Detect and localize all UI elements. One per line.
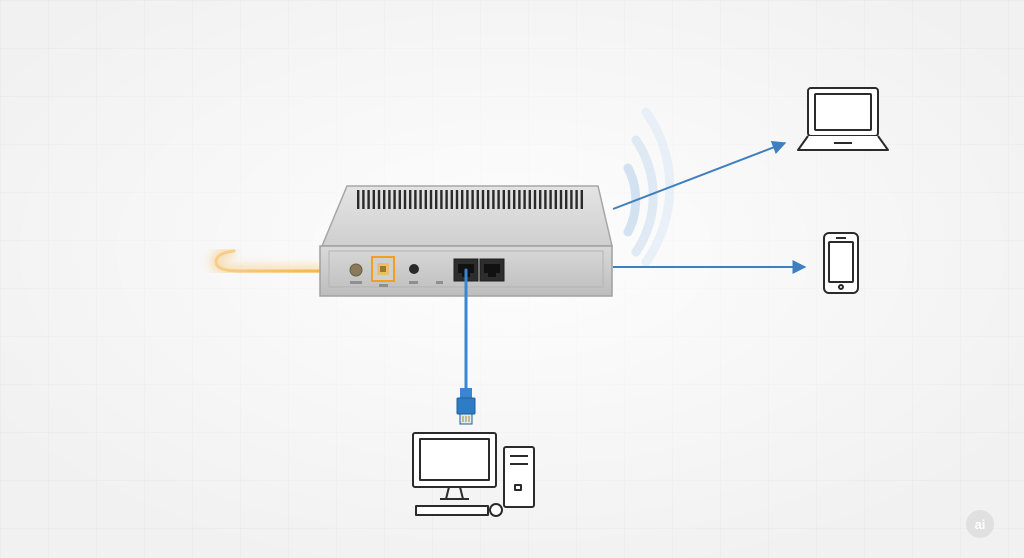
vent-slot (487, 190, 490, 209)
ethernet-cable (456, 268, 476, 425)
vent-slot (403, 190, 407, 209)
vent-slot (372, 190, 375, 209)
fiber-cable (210, 246, 382, 276)
smartphone-icon (823, 232, 859, 294)
vent-slot (445, 190, 448, 209)
vent-slot (544, 190, 547, 209)
vent-slot (497, 190, 500, 209)
vent-slot (455, 190, 459, 209)
lan-port-2 (479, 258, 505, 282)
vent-slot (533, 190, 537, 209)
vent-slot (362, 190, 365, 209)
port-label-mark (409, 281, 418, 284)
laptop-icon (797, 87, 889, 151)
vent-slot (523, 190, 526, 209)
vent-slot (575, 190, 578, 209)
vent-slot (528, 190, 531, 209)
vent-slot (466, 190, 469, 209)
vent-slot (476, 190, 479, 209)
vent-slot (357, 190, 360, 209)
vent-slot (559, 190, 563, 209)
vent-slot (502, 190, 505, 209)
port-label-mark (436, 281, 443, 284)
vent-slot (388, 190, 391, 209)
vent-slot (393, 190, 396, 209)
watermark-badge: ai (966, 510, 994, 538)
vent-slot (518, 190, 521, 209)
vent-slots (357, 190, 583, 209)
vent-slot (554, 190, 557, 209)
vent-slot (471, 190, 474, 209)
vent-slot (549, 190, 552, 209)
vent-slot (435, 190, 438, 209)
wireless-link-laptop (612, 140, 787, 210)
vent-slot (481, 190, 485, 209)
vent-slot (414, 190, 417, 209)
reset-button (409, 264, 419, 274)
vent-slot (409, 190, 412, 209)
router-icon (319, 185, 613, 297)
vent-slot (440, 190, 443, 209)
vent-slot (377, 190, 381, 209)
vent-slot (461, 190, 464, 209)
port-label-mark (379, 284, 388, 287)
vent-slot (507, 190, 511, 209)
vent-slot (419, 190, 422, 209)
vent-slot (383, 190, 386, 209)
desktop-computer-icon (412, 432, 535, 517)
vent-slot (367, 190, 370, 209)
vent-slot (450, 190, 453, 209)
vent-slot (424, 190, 427, 209)
vent-slot (539, 190, 542, 209)
vent-slot (570, 190, 573, 209)
vent-slot (580, 190, 583, 209)
vent-slot (492, 190, 495, 209)
power-port (349, 263, 363, 277)
vent-slot (565, 190, 568, 209)
port-label-mark (350, 281, 362, 284)
vent-slot (429, 190, 433, 209)
ethernet-connector-icon (456, 388, 476, 425)
vent-slot (513, 190, 516, 209)
vent-slot (398, 190, 401, 209)
fiber-port (371, 256, 395, 282)
